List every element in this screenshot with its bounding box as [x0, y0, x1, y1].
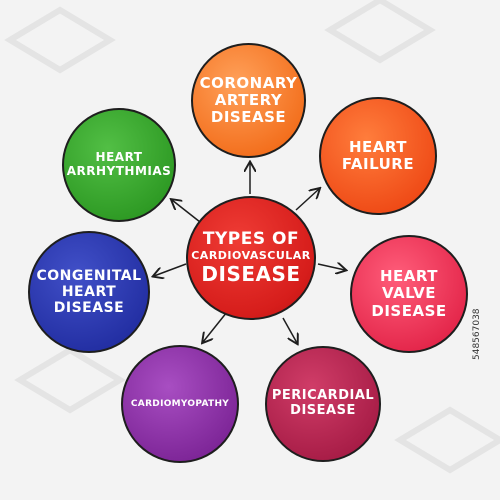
node-label-line: ARTERY: [214, 90, 283, 109]
center-line-3: DISEASE: [201, 261, 301, 286]
node-label-line: CONGENITAL: [36, 267, 142, 284]
node-label-line: DISEASE: [53, 300, 125, 317]
node-label-line: DISEASE: [371, 301, 447, 320]
node-label-line: CARDIOMYOPATHY: [130, 398, 230, 409]
node-label-line: HEART: [379, 267, 439, 286]
node-heart-arrhythmias: HEART ARRHYTHMIAS: [62, 108, 176, 222]
node-label-line: PERICARDIAL: [271, 388, 375, 404]
center-line-1: TYPES OF: [202, 229, 300, 250]
center-line-2: CARDIOVASCULAR: [191, 248, 311, 262]
stock-id-text: 548567038: [472, 308, 482, 360]
node-label-line: ARRHYTHMIAS: [66, 164, 172, 178]
node-label-line: VALVE: [381, 284, 437, 303]
node-label-line: FAILURE: [341, 155, 415, 173]
node-pericardial-disease: PERICARDIAL DISEASE: [265, 346, 381, 462]
node-label-line: CORONARY: [199, 73, 298, 92]
node-label-line: DISEASE: [210, 108, 287, 127]
node-cardiomyopathy: CARDIOMYOPATHY: [121, 345, 239, 463]
node-label-line: HEART: [61, 283, 117, 300]
node-heart-failure: HEART FAILURE: [319, 97, 437, 215]
node-label-line: HEART: [348, 137, 408, 156]
node-label-line: HEART: [95, 150, 143, 165]
node-coronary-artery-disease: CORONARY ARTERY DISEASE: [191, 43, 306, 158]
node-label-line: DISEASE: [290, 403, 356, 418]
node-heart-valve-disease: HEART VALVE DISEASE: [350, 235, 468, 353]
center-node-types-of-cardiovascular-disease: TYPES OF CARDIOVASCULAR DISEASE: [186, 196, 316, 320]
node-congenital-heart-disease: CONGENITAL HEART DISEASE: [28, 231, 150, 353]
